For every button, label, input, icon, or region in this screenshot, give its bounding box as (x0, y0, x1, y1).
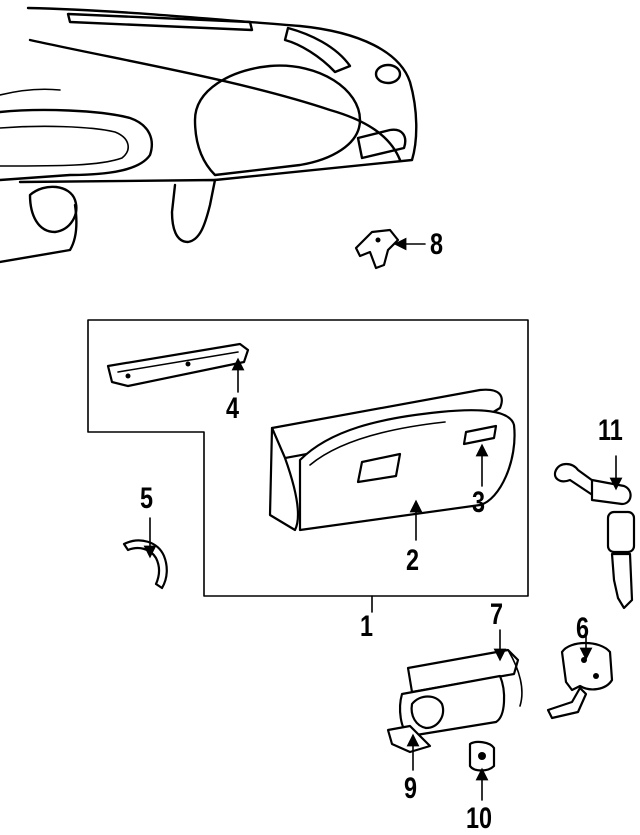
part-10-nut (468, 740, 496, 801)
callout-11: 11 (598, 414, 623, 447)
callout-6: 6 (576, 612, 590, 645)
dashboard-outline (0, 6, 418, 264)
callout-9: 9 (404, 772, 418, 805)
part-1-group-outline (87, 319, 529, 597)
part-5-strap (122, 517, 168, 590)
part-2-glove-box (268, 388, 516, 541)
callout-2: 2 (406, 544, 420, 577)
callout-4: 4 (226, 392, 240, 425)
callout-5: 5 (140, 482, 154, 515)
part-6-latch (546, 629, 614, 720)
part-4-bar (106, 342, 250, 393)
callout-3: 3 (472, 486, 486, 519)
part-11-lock-key (553, 455, 636, 610)
callout-1: 1 (360, 610, 374, 643)
callout-10: 10 (466, 802, 493, 835)
callout-8: 8 (430, 228, 444, 261)
callout-7: 7 (490, 598, 504, 631)
part-9-handle (386, 674, 506, 771)
part-8-bracket (354, 228, 426, 270)
part-7-handle-bar (406, 629, 523, 707)
